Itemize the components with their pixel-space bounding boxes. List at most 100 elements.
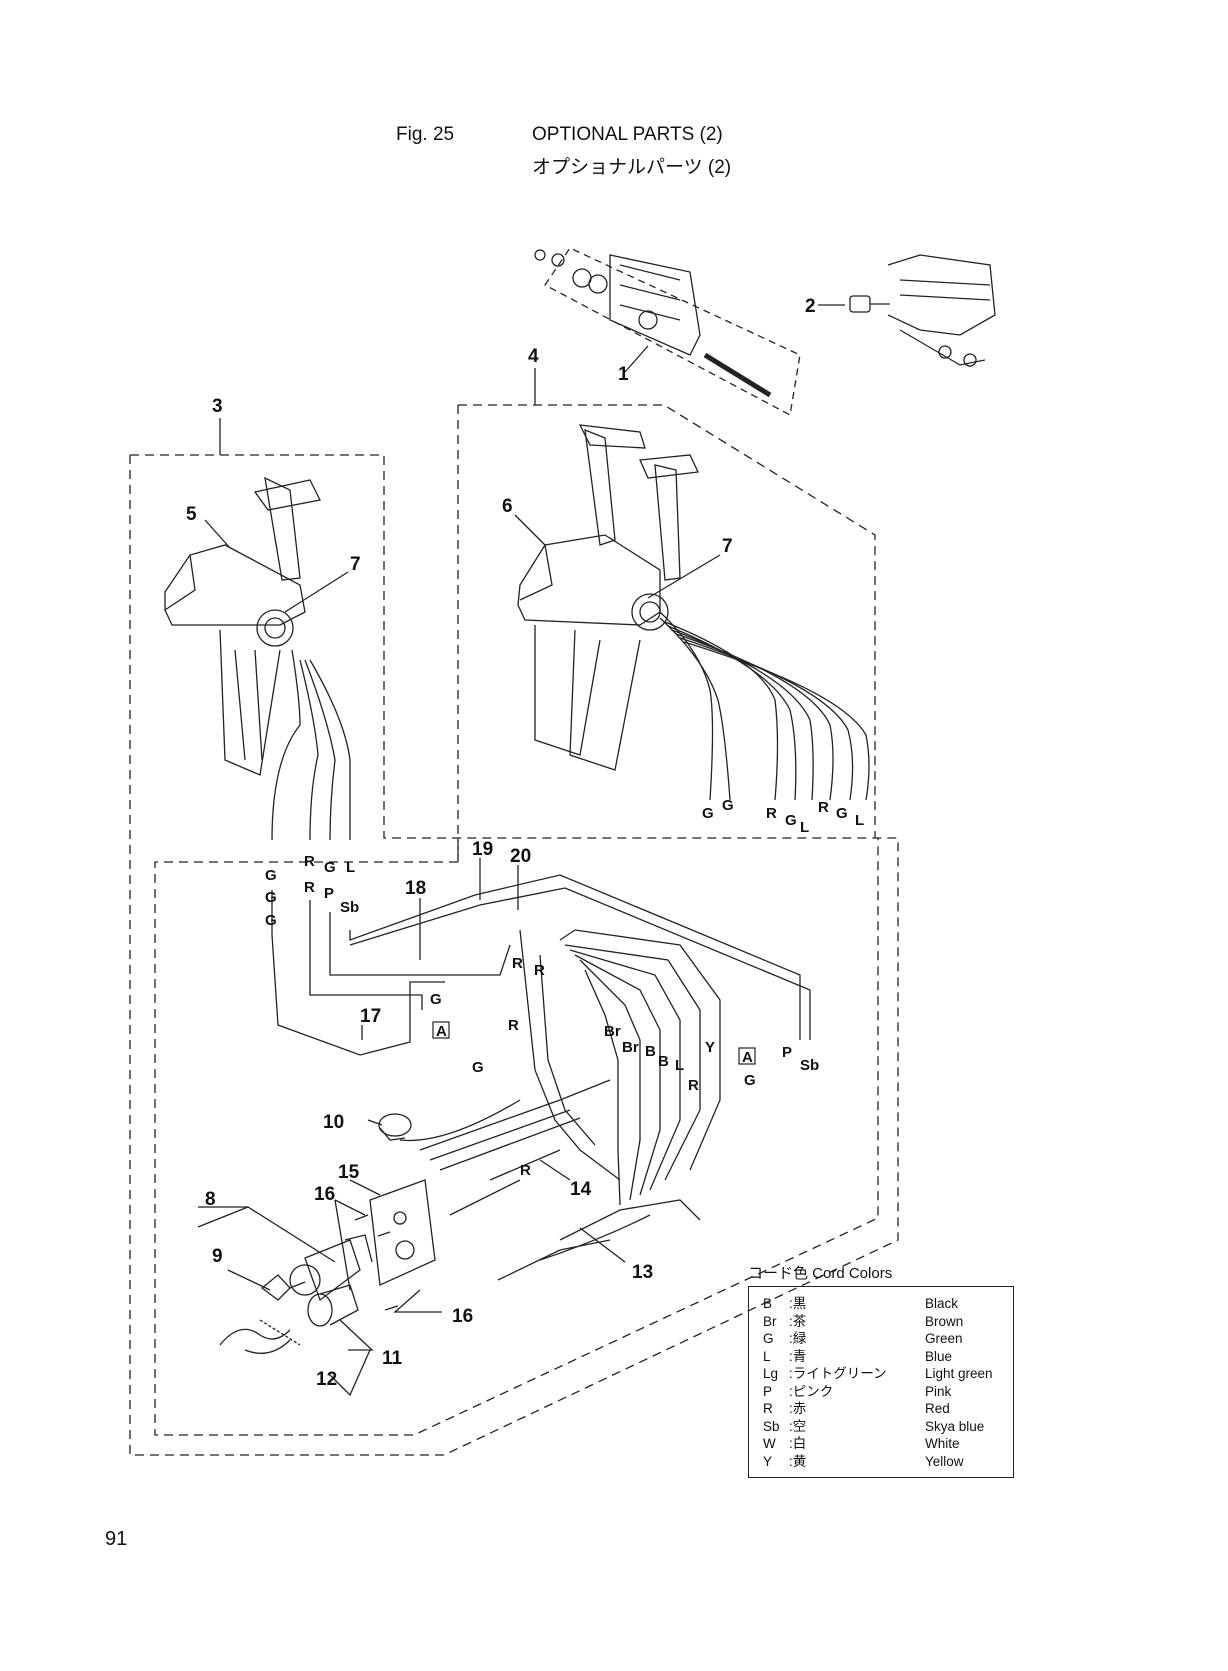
part-8-main-switch <box>289 1234 373 1302</box>
wire-label: G <box>472 1059 484 1076</box>
wire-label: G <box>702 805 714 822</box>
wire-label: G <box>324 859 336 876</box>
part-16-screws <box>354 1214 399 1311</box>
figure-number: Fig. 25 <box>396 124 455 145</box>
wire-label: G <box>722 797 734 814</box>
group-4-boundary <box>458 404 876 838</box>
callout-7a: 7 <box>350 554 361 575</box>
wire-label: Br <box>604 1023 621 1040</box>
callout-13: 13 <box>632 1262 653 1283</box>
leader-12 <box>329 1349 371 1397</box>
leader-11 <box>339 1319 374 1351</box>
leader-14 <box>539 1159 571 1181</box>
leader-8b <box>197 1206 249 1228</box>
wire-label: R <box>304 879 315 896</box>
wire-label: B <box>658 1053 669 1070</box>
wire-label: R <box>304 853 315 870</box>
callout-9: 9 <box>212 1246 223 1267</box>
svg-text:A: A <box>742 1049 753 1066</box>
leader-1 <box>624 345 649 373</box>
wire-label: R <box>766 805 777 822</box>
wire-label: G <box>430 991 442 1008</box>
callout-10: 10 <box>323 1112 344 1133</box>
dual-lever-wires <box>659 611 870 801</box>
wire-label: L <box>800 819 809 836</box>
wire-label: Sb <box>800 1057 819 1074</box>
leader-7a <box>284 571 349 613</box>
leader-16b <box>393 1289 442 1313</box>
group-main-boundary <box>129 455 899 1456</box>
single-lever-wires <box>271 649 811 1056</box>
box-mark-a: A <box>738 1047 756 1066</box>
part-2-connector <box>849 295 890 313</box>
part-15-plate <box>369 1179 436 1286</box>
wire-label: R <box>818 799 829 816</box>
leader-15 <box>349 1179 381 1196</box>
wire-label: P <box>782 1044 792 1061</box>
leader-16a <box>334 1199 366 1291</box>
part-12-lanyard <box>219 1319 301 1354</box>
wire-label: R <box>688 1077 699 1094</box>
callout-7b: 7 <box>722 536 733 557</box>
callout-16b: 16 <box>452 1306 473 1327</box>
group-3-boundary <box>130 454 879 1436</box>
wire-label: R <box>520 1162 531 1179</box>
callout-1: 1 <box>618 364 629 385</box>
part-6-dual-lever-control <box>517 424 699 771</box>
wire-label: G <box>836 805 848 822</box>
callout-19: 19 <box>472 839 493 860</box>
callout-18: 18 <box>405 878 426 899</box>
main-harness <box>399 929 721 1281</box>
leader-13 <box>579 1227 626 1263</box>
callout-16a: 16 <box>314 1184 335 1205</box>
wire-label: P <box>324 885 334 902</box>
wire-label: G <box>265 867 277 884</box>
wire-label: G <box>265 889 277 906</box>
callout-17: 17 <box>360 1006 381 1027</box>
wire-label: Sb <box>340 899 359 916</box>
page-title-en: OPTIONAL PARTS (2) <box>532 124 723 145</box>
callout-2: 2 <box>805 296 816 317</box>
callout-3: 3 <box>212 396 223 417</box>
group-1-boundary <box>544 247 801 416</box>
page-number: 91 <box>105 1528 128 1550</box>
callout-20: 20 <box>510 846 531 867</box>
leader-5 <box>204 519 231 549</box>
page-title-ja: オプショナルパーツ (2) <box>532 157 732 178</box>
wire-label: G <box>744 1072 756 1089</box>
wire-label: R <box>534 962 545 979</box>
wire-label: B <box>645 1043 656 1060</box>
wire-label: G <box>785 812 797 829</box>
callout-14: 14 <box>570 1179 592 1200</box>
box-mark-a: A <box>432 1021 450 1040</box>
wire-label: G <box>265 912 277 929</box>
callout-15: 15 <box>338 1162 360 1183</box>
callout-11: 11 <box>382 1348 403 1369</box>
part-1-bracket <box>534 249 772 398</box>
part-11-stop-switch <box>307 1284 359 1327</box>
wire-label: R <box>508 1017 519 1034</box>
wire-label: Y <box>705 1039 715 1056</box>
wire-label: L <box>346 859 355 876</box>
callout-8: 8 <box>205 1189 216 1210</box>
callout-4: 4 <box>528 346 539 367</box>
wire-label: R <box>512 955 523 972</box>
svg-text:A: A <box>436 1023 447 1040</box>
callout-12: 12 <box>316 1369 337 1390</box>
part-10-cap <box>378 1113 412 1141</box>
leader-6 <box>514 514 546 546</box>
part-9-key <box>260 1274 306 1301</box>
wire-label: L <box>855 812 864 829</box>
